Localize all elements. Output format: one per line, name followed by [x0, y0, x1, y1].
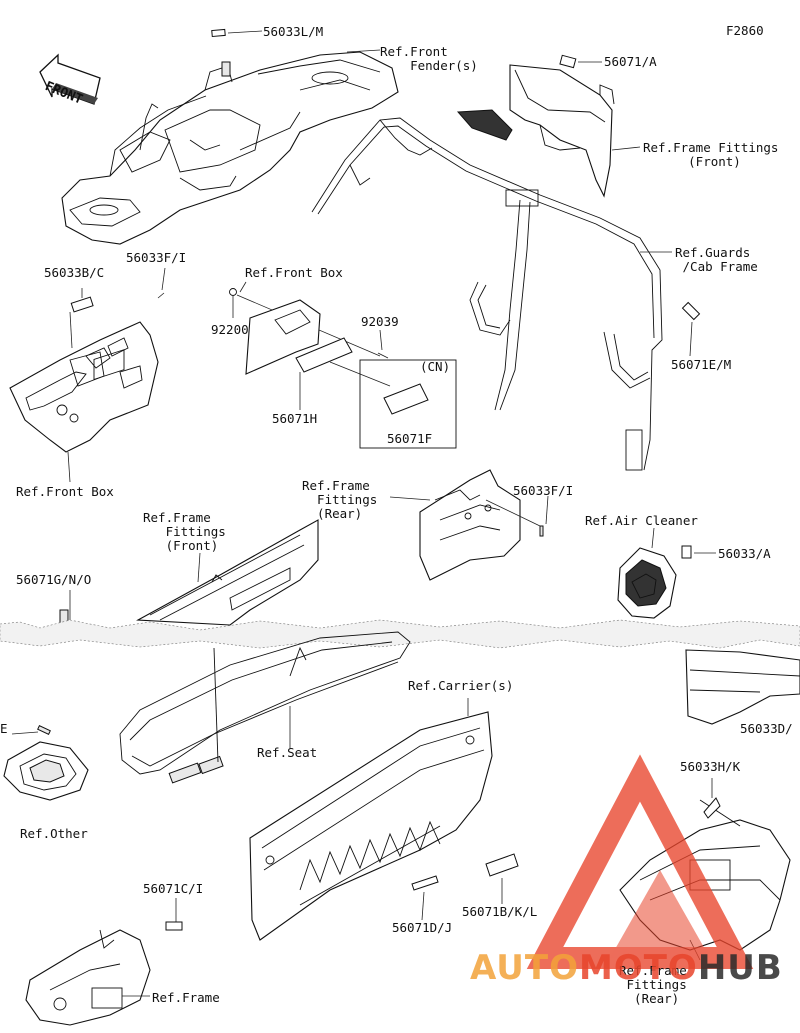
decal-56071DJ [411, 875, 439, 891]
decal-56033A [681, 545, 692, 559]
label-ref-carriers: Ref.Carrier(s) [408, 678, 514, 693]
decal-56071BKL [485, 853, 519, 877]
label-ref-frame-bottom: Ref.Frame [152, 990, 220, 1005]
label-cn: (CN) [420, 359, 451, 374]
label-56071BKL: 56071B/K/L [462, 904, 538, 919]
decal-56033BC [70, 296, 94, 313]
label-56033A: 56033/A [718, 546, 771, 561]
label-56071DJ: 56071D/J [392, 920, 453, 935]
decal-56071H [295, 337, 353, 373]
decal-56071F [383, 383, 429, 415]
decal-56033FI-mid [539, 525, 544, 537]
watermark-text: AUTOMOTOHUB [470, 948, 783, 988]
label-ref-front-fender: Ref.Front Fender(s) [380, 44, 478, 73]
label-ref-other: Ref.Other [20, 826, 88, 841]
guards-cab-frame [311, 117, 663, 471]
label-56033LM: 56033L/M [263, 24, 324, 39]
label-56033D: 56033D/ [740, 721, 793, 736]
label-56033HK: 56033H/K [680, 759, 741, 774]
label-ref-front-box-top: Ref.Front Box [245, 265, 343, 280]
frame-fittings-rear-mid [419, 469, 521, 581]
label-ref-frame-fittings-rear-bottom: Ref.Frame Fittings (Rear) [619, 963, 687, 1006]
watermark-part1: AUTO [470, 948, 579, 988]
frame-fittings-front-top [456, 64, 615, 198]
label-ref-frame-fittings-front-mid: Ref.Frame Fittings (Front) [143, 510, 226, 553]
label-56071H: 56071H [272, 411, 318, 426]
label-ref-seat: Ref.Seat [257, 745, 318, 760]
label-ref-air-cleaner: Ref.Air Cleaner [585, 513, 698, 528]
decal-56071EM [681, 301, 701, 321]
decal-56033LM [211, 28, 226, 38]
label-56033FI-mid: 56033F/I [513, 483, 574, 498]
cn-variant-box [359, 359, 457, 449]
label-ref-front-box-bottom: Ref.Front Box [16, 484, 114, 499]
decal-56071A [559, 54, 577, 69]
label-ref-frame-fittings-front-top: Ref.Frame Fittings (Front) [643, 140, 779, 169]
label-92039: 92039 [361, 314, 399, 329]
watermark-logo-icon [526, 754, 754, 969]
front-box-lid [229, 281, 457, 449]
label-92200: 92200 [211, 322, 249, 337]
label-56071EM: 56071E/M [671, 357, 732, 372]
label-ref-guards-cab-frame: Ref.Guards /Cab Frame [675, 245, 758, 274]
label-56033BC: 56033B/C [44, 265, 105, 280]
label-ref-frame-fittings-rear-mid: Ref.Frame Fittings (Rear) [302, 478, 378, 521]
decal-56033HK [703, 797, 721, 819]
other-cover [3, 741, 89, 801]
front-arrow-icon [39, 53, 101, 105]
label-56071A: 56071/A [604, 54, 657, 69]
watermark-part3: HUB [697, 948, 783, 988]
watermark-part2: MOTO [578, 948, 698, 988]
diagram-code: F2860 [726, 23, 764, 38]
label-56071CI: 56071C/I [143, 881, 204, 896]
decal-56071CI [165, 921, 183, 931]
air-cleaner [617, 547, 677, 619]
carrier-rear-panel [249, 711, 493, 941]
label-E: E [0, 721, 8, 736]
right-rail-piece [685, 649, 800, 725]
label-56033FI-left: 56033F/I [126, 250, 187, 265]
front-box-dash-panel [9, 321, 159, 453]
frame-bottom-left [25, 929, 151, 1026]
front-floor-assembly [61, 51, 399, 245]
frame-fittings-front-mid [136, 519, 319, 626]
label-56071F: 56071F [387, 431, 433, 446]
label-56071GNO: 56071G/N/O [16, 572, 92, 587]
seat-frame [119, 631, 411, 784]
